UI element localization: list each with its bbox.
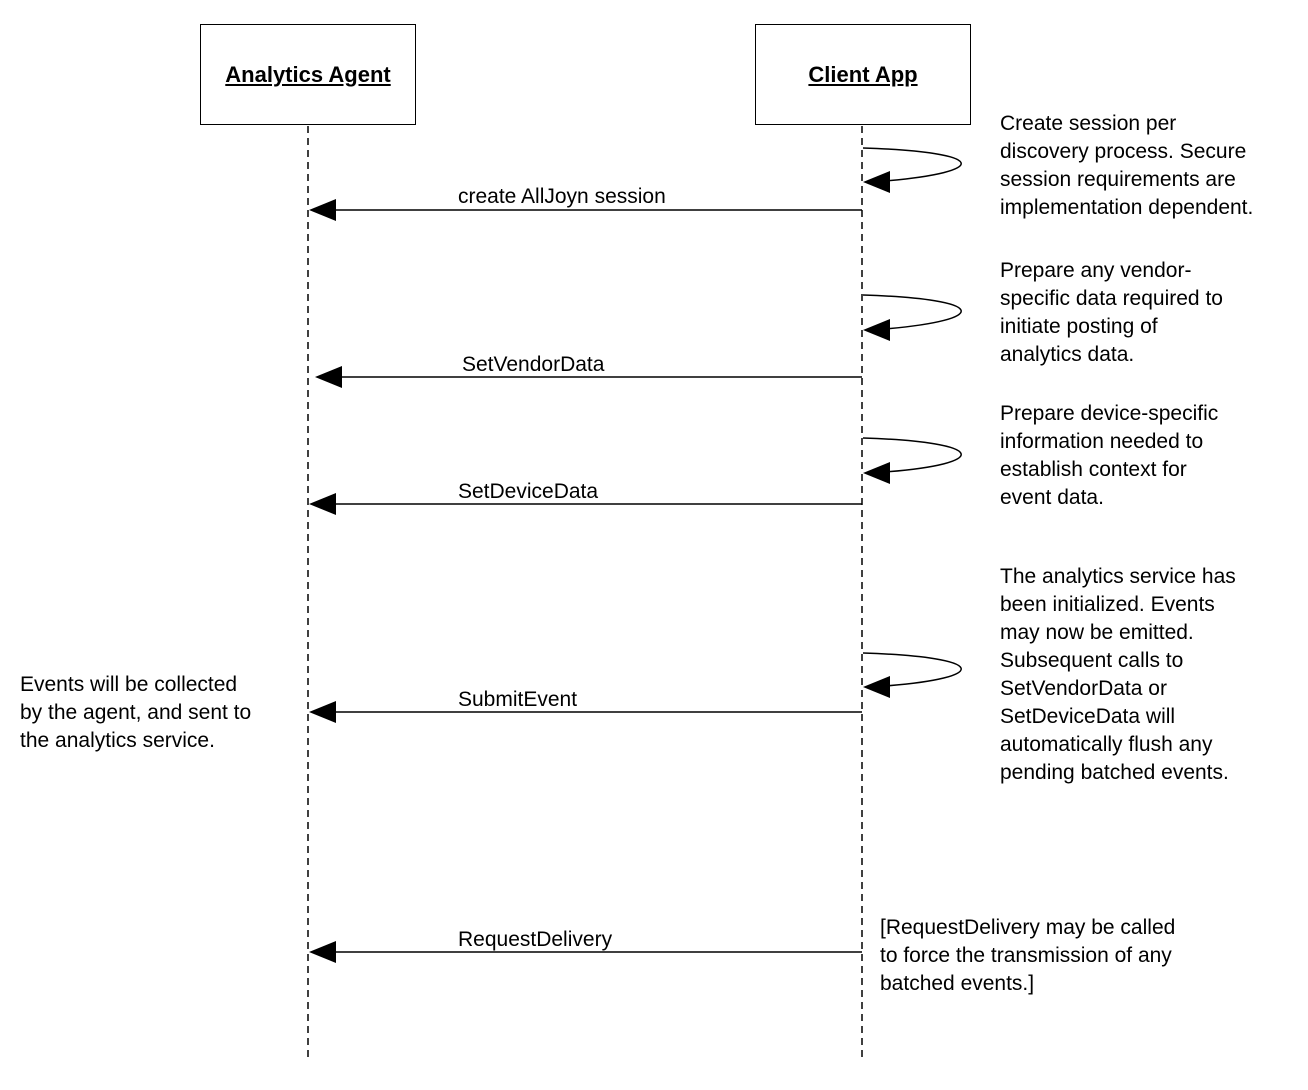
self-call-prepare-device: [862, 437, 962, 484]
message-arrow-set-device-data: [309, 493, 862, 515]
participant-client-app: Client App: [755, 24, 971, 125]
self-call-create-session: [862, 147, 962, 193]
participant-label: Analytics Agent: [225, 61, 391, 87]
message-arrow-request-delivery: [309, 941, 862, 963]
note-prepare-device: Prepare device-specific information need…: [1000, 402, 1219, 509]
message-label-set-device-data: SetDeviceData: [458, 480, 599, 503]
self-call-initialized: [862, 652, 962, 698]
message-label-set-vendor-data: SetVendorData: [462, 353, 605, 376]
message-arrow-submit-event: [309, 701, 862, 723]
message-label-create-session: create AllJoyn session: [458, 185, 666, 208]
note-events-collected: Events will be collected by the agent, a…: [20, 673, 252, 752]
note-request-delivery: [RequestDelivery may be called to force …: [880, 916, 1176, 995]
note-initialized: The analytics service has been initializ…: [1000, 565, 1236, 784]
self-call-prepare-vendor: [862, 294, 962, 341]
participant-label: Client App: [808, 61, 918, 87]
note-create-session: Create session per discovery process. Se…: [1000, 112, 1254, 219]
participant-analytics-agent: Analytics Agent: [200, 24, 416, 125]
note-prepare-vendor: Prepare any vendor- specific data requir…: [1000, 259, 1223, 366]
message-label-submit-event: SubmitEvent: [458, 688, 578, 711]
message-label-request-delivery: RequestDelivery: [458, 928, 613, 951]
message-arrow-create-session: [309, 199, 862, 221]
message-arrow-set-vendor-data: [315, 366, 862, 388]
